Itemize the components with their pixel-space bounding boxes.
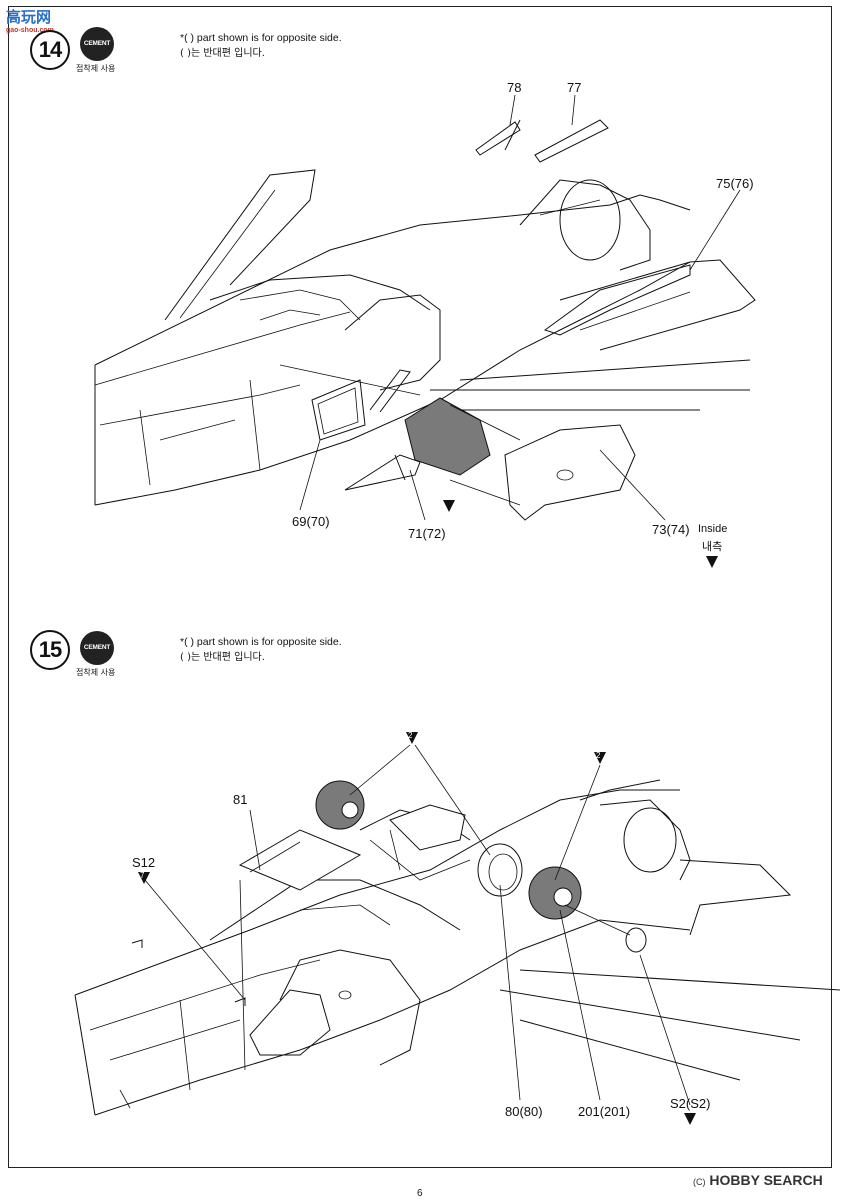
cement-ko-label: 접착제 사용 (76, 64, 116, 73)
watermark-url: gao-shou.com (6, 27, 54, 34)
part-77-label: 77 (567, 80, 582, 95)
part-S12-label: S12 (132, 855, 156, 870)
part-71-label: 71(72) (408, 526, 446, 541)
cement-ko-label: 접착제 사용 (76, 668, 116, 677)
cement-icon: CEMENT (80, 631, 114, 665)
part-69-label: 69(70) (292, 514, 330, 529)
part-S2-label: S2(S2) (670, 1096, 711, 1111)
part-73-label: 73(74) (652, 522, 690, 537)
page-number: 6 (417, 1188, 423, 1199)
watermark-logo-text: 高玩网 (6, 8, 52, 26)
step-15-number: 15 (30, 630, 70, 670)
part-201-label: 201(201) (578, 1104, 631, 1119)
part-80-label: 80(80) (505, 1104, 543, 1119)
ref-2-label: 2 (408, 731, 413, 740)
copyright-mark: (C) (693, 1177, 706, 1187)
note-en: *( ) part shown is for opposite side. (180, 636, 342, 648)
inside-label: Inside (698, 523, 728, 535)
step-14-number: 14 (30, 30, 70, 70)
page-border (8, 6, 832, 1168)
note-ko: ( )는 반대편 입니다. (180, 48, 265, 59)
cement-icon: CEMENT (80, 27, 114, 61)
hobby-search-watermark: (C) HOBBY SEARCH (693, 1172, 823, 1188)
top-watermark: 高玩网 gao-shou.com (6, 6, 54, 34)
note-ko: ( )는 반대편 입니다. (180, 652, 265, 663)
step-14-note: *( ) part shown is for opposite side. ( … (180, 30, 342, 62)
brand-text: HOBBY SEARCH (709, 1172, 823, 1188)
part-75-label: 75(76) (716, 176, 754, 191)
step-15-note: *( ) part shown is for opposite side. ( … (180, 634, 342, 666)
part-81-label: 81 (233, 792, 248, 807)
ref-2-label: 2 (596, 751, 601, 760)
note-en: *( ) part shown is for opposite side. (180, 32, 342, 44)
ref-7-label: 7 (140, 871, 145, 880)
part-78-label: 78 (507, 80, 522, 95)
inside-ko-label: 내측 (702, 540, 723, 553)
